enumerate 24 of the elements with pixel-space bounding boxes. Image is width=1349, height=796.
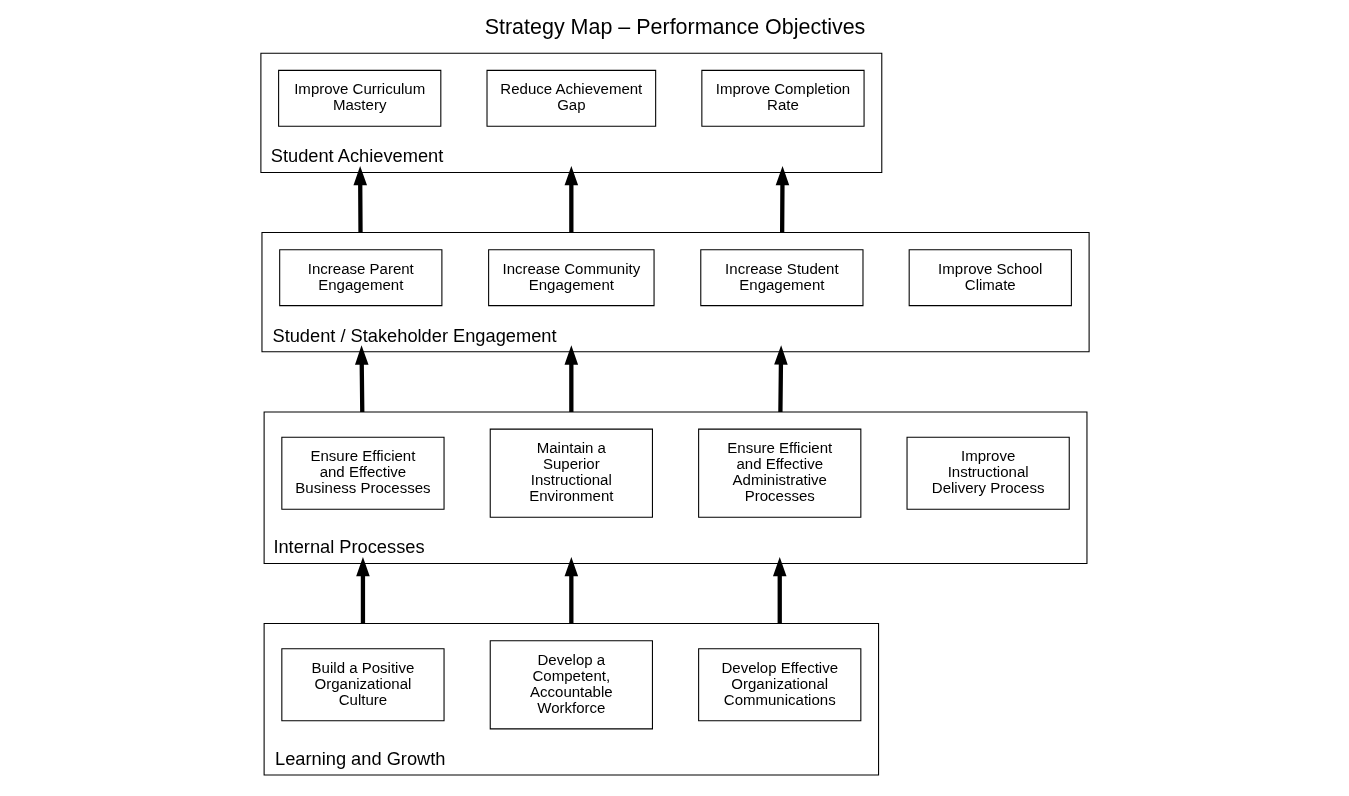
arrow [352, 165, 367, 233]
arrow [354, 345, 369, 412]
arrow [355, 556, 370, 624]
node-box: Develop a Competent, Accountable Workforce [489, 640, 653, 730]
node-box: Increase Student Engagement [699, 249, 864, 307]
node-box: Improve Curriculum Mastery [277, 69, 441, 127]
node-box: Build a Positive Organizational Culture [280, 648, 445, 722]
arrow [564, 345, 578, 412]
arrow [772, 556, 787, 624]
arrow [775, 165, 789, 233]
node-box: Develop Effective Organizational Communications [697, 648, 861, 722]
node-box: Increase Parent Engagement [278, 249, 442, 307]
arrow [564, 165, 578, 233]
arrow [773, 345, 788, 412]
node-box: Ensure Efficient and Effective Administrative Processes [697, 428, 861, 518]
arrow [564, 556, 578, 624]
node-box: Reduce Achievement Gap [485, 69, 656, 127]
node-box: Maintain a Superior Instructional Environment [489, 428, 653, 518]
node-box: Improve School Climate [908, 249, 1072, 307]
node-box: Improve Instructional Delivery Process [906, 436, 1070, 510]
diagram-title: Strategy Map – Performance Objectives [484, 14, 865, 39]
node-box: Increase Community Engagement [487, 249, 655, 307]
node-box: Ensure Efficient and Effective Business Processes [280, 436, 445, 510]
node-box: Improve Completion Rate [700, 69, 865, 127]
